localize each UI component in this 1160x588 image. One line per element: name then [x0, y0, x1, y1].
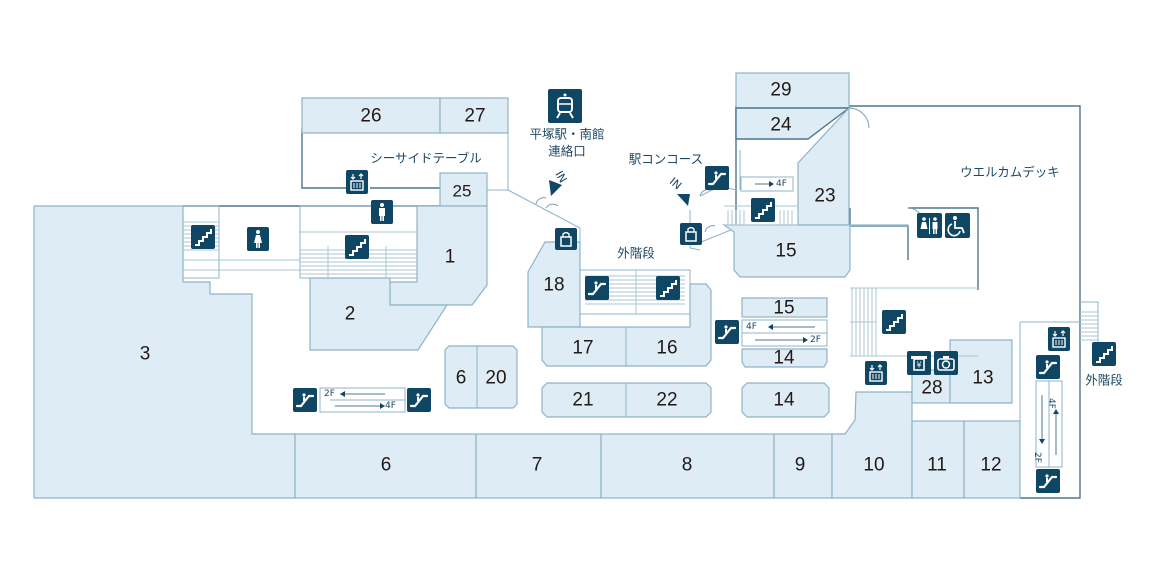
shop-number-13: 13 [972, 368, 993, 389]
shop-number-8: 8 [682, 455, 693, 476]
escalator-right-2f: 2F [1032, 452, 1042, 463]
shop-number-15: 15 [775, 241, 796, 262]
shop-number-28: 28 [921, 378, 942, 399]
shop-number-20: 20 [485, 368, 506, 389]
shop-numbers: 26 27 25 1 2 3 6 20 18 17 16 21 22 15 14… [140, 80, 1002, 476]
shop-number-2: 2 [345, 304, 356, 325]
escalator-right-4f: 4F [1046, 398, 1056, 409]
atm-icon[interactable]: ¥ [907, 351, 931, 375]
shop-number-14-small: 14 [773, 348, 795, 369]
shop-10[interactable] [831, 391, 913, 499]
shop-6-20[interactable] [444, 345, 518, 409]
shop-number-21: 21 [572, 390, 593, 411]
shop-number-7: 7 [532, 455, 543, 476]
shop-number-25: 25 [453, 182, 472, 201]
shop-number-6-island: 6 [456, 368, 467, 389]
shop-12[interactable] [963, 420, 1021, 499]
shop-15[interactable] [722, 224, 851, 278]
shop-29[interactable] [735, 72, 850, 109]
shop-number-27: 27 [464, 106, 485, 127]
entrance-arrow-right [677, 194, 690, 206]
escalator-center-2f: 2F [810, 335, 821, 345]
stairs-icon[interactable] [344, 234, 370, 260]
stairs-icon[interactable] [1091, 341, 1117, 367]
shop-number-3: 3 [140, 344, 151, 365]
outer-stairs-label-right: 外階段 [1085, 373, 1123, 388]
escalator-left-2f: 2F [324, 389, 335, 399]
escalator-icon[interactable] [1034, 467, 1062, 495]
female-restroom-icon[interactable] [247, 227, 269, 251]
escalator-icon[interactable] [291, 386, 319, 414]
shop-number-18: 18 [543, 275, 564, 296]
train-icon[interactable] [548, 89, 582, 123]
elevator-icon[interactable] [1047, 326, 1071, 352]
shop-number-14: 14 [773, 390, 795, 411]
shop-11[interactable] [911, 420, 965, 499]
shop-number-15-small: 15 [773, 298, 794, 319]
shops [33, 72, 1021, 499]
shop-number-29: 29 [770, 80, 791, 101]
shop-1[interactable] [389, 205, 488, 306]
escalator-icon[interactable] [703, 164, 731, 192]
wheelchair-icon[interactable] [945, 213, 970, 238]
escalator-upper-4f: 4F [776, 179, 787, 189]
shopping-bag-icon[interactable] [554, 227, 578, 251]
shop-number-24: 24 [770, 115, 792, 136]
shopping-bag-icon[interactable] [679, 222, 703, 246]
escalator-icon[interactable] [405, 386, 433, 414]
shop-number-17: 17 [572, 338, 593, 359]
escalator-icon[interactable] [713, 318, 741, 346]
escalator-lanes [319, 176, 1063, 468]
shop-28[interactable] [911, 369, 951, 404]
shop-number-16: 16 [656, 338, 677, 359]
shop-15-small[interactable] [741, 297, 828, 318]
shop-27[interactable] [439, 97, 509, 134]
station-label-line2: 連絡口 [548, 144, 586, 159]
seaside-table-label: シーサイドテーブル [370, 151, 482, 166]
entrance-in-label-right: IN [667, 175, 684, 192]
escalator-icon[interactable] [583, 274, 611, 302]
shop-8[interactable] [600, 433, 775, 499]
male-restroom-icon[interactable] [371, 200, 393, 224]
escalator-icon[interactable] [1034, 353, 1062, 381]
entrance-arrow-left [549, 180, 562, 196]
shop-number-26: 26 [360, 106, 381, 127]
welcome-deck-label: ウエルカムデッキ [960, 165, 1060, 180]
elevator-icon[interactable] [345, 169, 369, 195]
station-label-line1: 平塚駅・南館 [529, 127, 604, 142]
shop-number-1: 1 [445, 247, 456, 268]
escalator-left-4f: 4F [385, 401, 396, 411]
shop-number-6: 6 [381, 455, 392, 476]
shop-number-9: 9 [795, 455, 806, 476]
restroom-icon[interactable] [917, 213, 942, 238]
entrance-in-label-left: IN [552, 169, 569, 185]
shop-7[interactable] [475, 433, 602, 499]
escalator-center-4f: 4F [746, 322, 757, 332]
facility-icons: ¥ [190, 89, 1117, 495]
doors [535, 107, 924, 233]
camera-icon[interactable] [934, 351, 958, 375]
svg-text:¥: ¥ [916, 361, 921, 370]
concourse-label: 駅コンコース [629, 152, 703, 167]
shop-number-22: 22 [656, 390, 677, 411]
shop-number-12: 12 [980, 455, 1001, 476]
stairs-icon[interactable] [881, 309, 907, 335]
elevator-icon[interactable] [864, 360, 888, 386]
shop-number-11: 11 [927, 455, 947, 476]
shop-14-small[interactable] [741, 348, 828, 368]
shop-6[interactable] [294, 433, 477, 499]
stairs-icon[interactable] [655, 275, 681, 301]
stairs-icon[interactable] [750, 197, 776, 223]
shop-25[interactable] [439, 172, 488, 207]
stairs-icon[interactable] [190, 224, 216, 250]
shop-number-23: 23 [814, 186, 835, 207]
shop-number-10: 10 [863, 455, 884, 476]
shop-14[interactable] [741, 382, 830, 418]
outer-stairs-label-center: 外階段 [617, 246, 655, 261]
